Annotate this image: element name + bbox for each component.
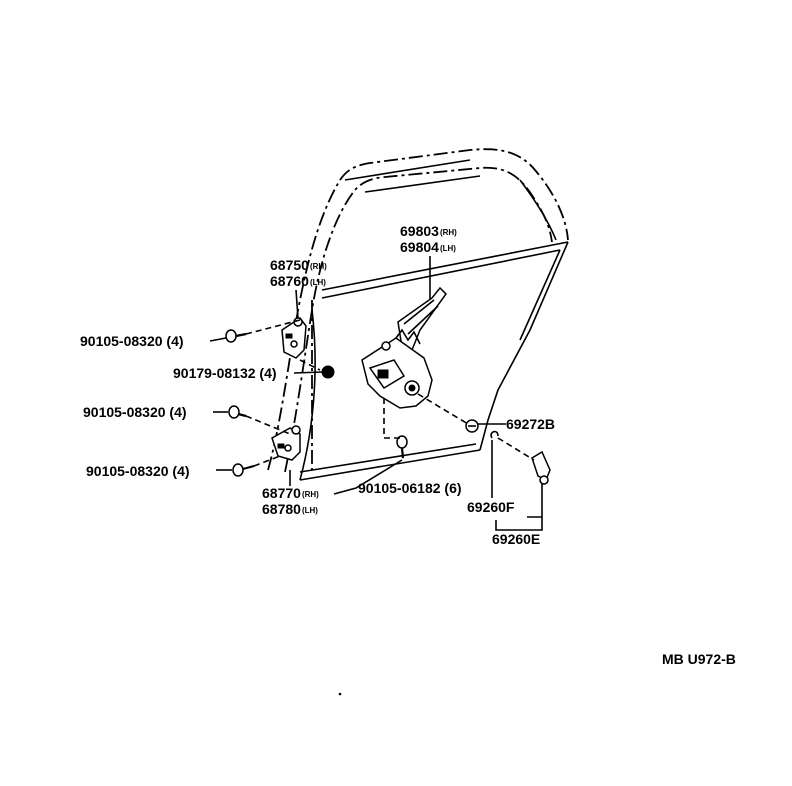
label-bolt-lower: 90105-08320 (4) bbox=[86, 463, 190, 479]
speck-dot bbox=[338, 692, 342, 696]
label-regulator-bolt: 90105-06182 (6) bbox=[358, 480, 462, 496]
label-bolt-middle: 90105-08320 (4) bbox=[83, 404, 187, 420]
regulator-bolt-icon bbox=[396, 435, 408, 459]
label-lower-hinge-lh: 68780(LH) bbox=[262, 501, 318, 517]
door-frame bbox=[267, 148, 569, 481]
assembly-lines bbox=[245, 319, 535, 467]
window-regulator bbox=[361, 286, 447, 409]
label-bolt-upper: 90105-08320 (4) bbox=[80, 333, 184, 349]
label-rod-f: 69260F bbox=[467, 499, 515, 515]
lower-hinge bbox=[271, 425, 301, 461]
label-clip: 69272B bbox=[506, 416, 555, 432]
bolt-upper-icon bbox=[225, 329, 247, 343]
label-upper-hinge-rh: 68750(RH) bbox=[270, 257, 327, 273]
upper-hinge bbox=[281, 316, 307, 359]
figure-code: MB U972-B bbox=[662, 651, 736, 667]
clip-icon bbox=[465, 419, 479, 433]
rod-hook-icon bbox=[490, 430, 499, 439]
label-lower-hinge-rh: 68770(RH) bbox=[262, 485, 319, 501]
label-rod-e: 69260E bbox=[492, 531, 540, 547]
label-upper-hinge-lh: 68760(LH) bbox=[270, 273, 326, 289]
leader-lines bbox=[209, 256, 543, 531]
rod-clip-icon bbox=[531, 450, 551, 485]
nut-icon bbox=[321, 365, 335, 379]
label-nut: 90179-08132 (4) bbox=[173, 365, 277, 381]
label-regulator-rh: 69803(RH) bbox=[400, 223, 457, 239]
bolt-middle-icon bbox=[228, 405, 247, 419]
bolt-lower-icon bbox=[232, 463, 255, 477]
label-regulator-lh: 69804(LH) bbox=[400, 239, 456, 255]
